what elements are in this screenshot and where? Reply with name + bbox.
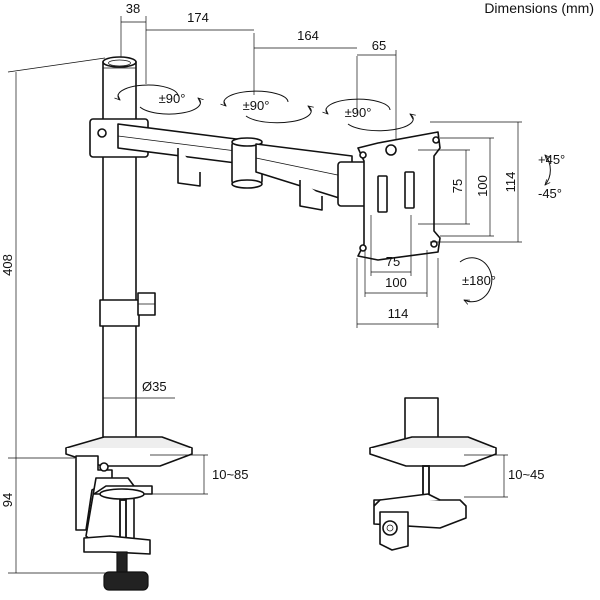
rotation-label-joint2: ±90° <box>243 98 270 113</box>
dim-pole-height: 408 <box>0 254 15 276</box>
rotate-180-label: ±180° <box>462 273 496 288</box>
dim-clamp-range: 10~85 <box>212 467 249 482</box>
desk-clamp <box>65 436 193 591</box>
top-dimension-lines <box>120 16 397 140</box>
dim-plate-outer-v: 114 <box>503 172 518 193</box>
grommet-mount <box>369 397 497 551</box>
rotation-arrow-joint1 <box>118 84 200 115</box>
rotation-label-joint1: ±90° <box>159 91 186 106</box>
dim-top-174: 174 <box>187 10 209 25</box>
left-dimension-lines <box>7 57 108 574</box>
dim-grommet-range: 10~45 <box>508 467 545 482</box>
vesa-plate <box>357 131 441 261</box>
dim-plate-inner-h: 75 <box>386 254 400 269</box>
vesa-vertical-dimension-lines <box>418 121 522 243</box>
tilt-down-label: -45° <box>538 186 562 201</box>
tilt-up-label: +45° <box>538 152 565 167</box>
clamp-range-lines <box>150 454 208 495</box>
dim-plate-mid-v: 100 <box>475 175 490 197</box>
arm-assembly <box>89 118 369 211</box>
dim-plate-mid-h: 100 <box>385 275 407 290</box>
dim-top-38: 38 <box>126 1 140 16</box>
grommet-range-lines <box>464 454 508 498</box>
dimensions-title: Dimensions (mm) <box>484 0 594 16</box>
dim-plate-outer-h: 114 <box>388 306 409 321</box>
rotate-180-arrow <box>459 257 493 302</box>
dim-plate-inner-v: 75 <box>450 179 465 193</box>
rotation-arrow-joint2 <box>224 90 311 124</box>
dim-top-65: 65 <box>372 38 386 53</box>
dim-top-164: 164 <box>297 28 319 43</box>
tilt-arrow <box>545 155 551 185</box>
dim-clamp-height: 94 <box>0 493 15 507</box>
rotation-arrow-joint3 <box>326 98 413 132</box>
dim-pole-diameter: Ø35 <box>142 379 167 394</box>
vesa-horizontal-dimension-lines <box>356 215 439 328</box>
rotation-label-joint3: ±90° <box>345 105 372 120</box>
